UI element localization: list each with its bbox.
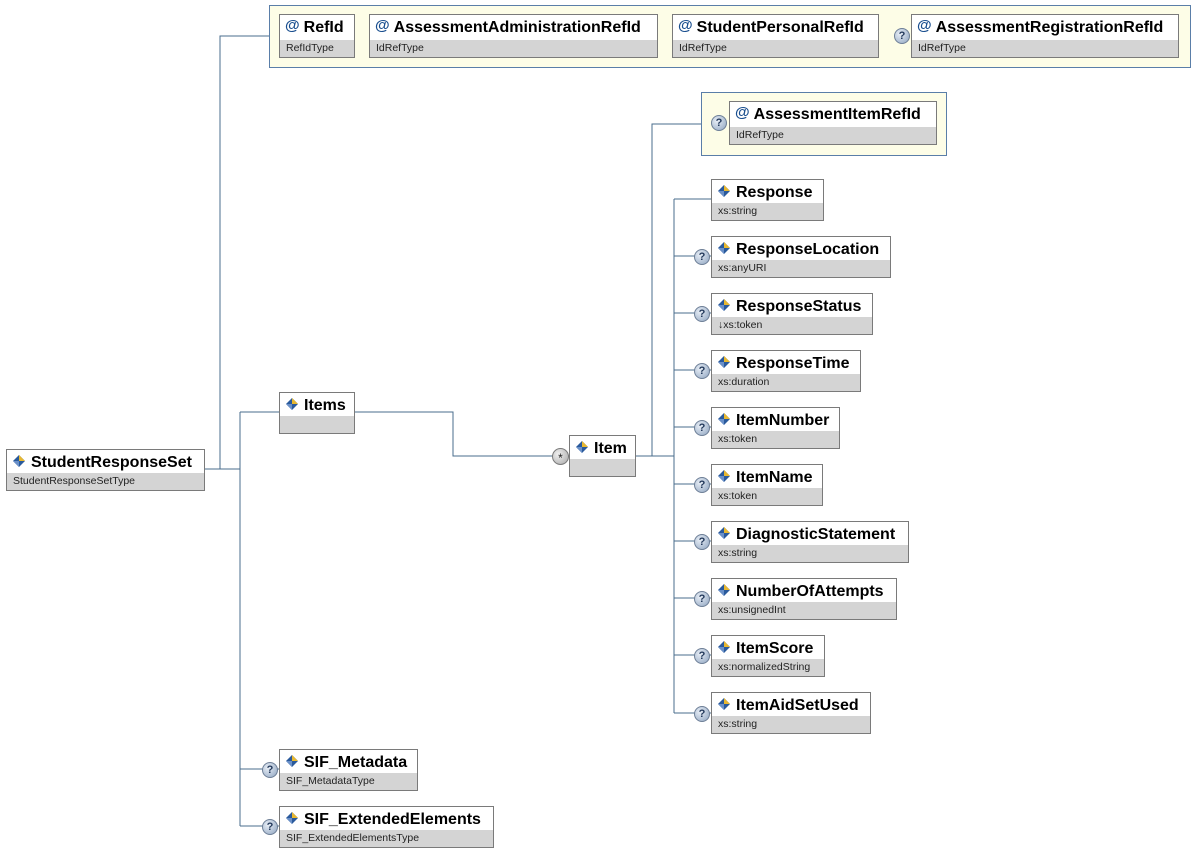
element-type: xs:string: [712, 545, 908, 562]
element-name: SIF_ExtendedElements: [304, 811, 481, 828]
element-diagnosticstatement[interactable]: DiagnosticStatement xs:string: [711, 521, 909, 563]
element-name: ResponseTime: [736, 355, 850, 372]
element-icon: [718, 470, 730, 482]
element-itemaidsetused[interactable]: ItemAidSetUsed xs:string: [711, 692, 871, 734]
element-type: xs:string: [712, 716, 870, 733]
element-sif-extendedelements[interactable]: SIF_ExtendedElements SIF_ExtendedElement…: [279, 806, 494, 848]
attribute-icon: @: [678, 16, 693, 34]
element-responselocation[interactable]: ResponseLocation xs:anyURI: [711, 236, 891, 278]
element-type: xs:anyURI: [712, 260, 890, 277]
element-response[interactable]: Response xs:string: [711, 179, 824, 221]
element-icon: [718, 698, 730, 710]
attr-studentpersonalrefid[interactable]: @StudentPersonalRefId IdRefType: [672, 14, 879, 58]
element-icon: [576, 441, 588, 453]
element-name: ItemScore: [736, 640, 814, 657]
element-type: xs:duration: [712, 374, 860, 391]
optional-icon: ?: [894, 28, 910, 44]
element-type: xs:normalizedString: [712, 659, 824, 676]
items-type-bar: [280, 416, 354, 433]
element-type: ↓xs:token: [712, 317, 872, 334]
attr-type: IdRefType: [370, 40, 657, 57]
element-sif-metadata[interactable]: SIF_Metadata SIF_MetadataType: [279, 749, 418, 791]
attribute-icon: @: [917, 16, 932, 34]
element-icon: [286, 755, 298, 767]
element-name: Response: [736, 184, 813, 201]
element-type: SIF_MetadataType: [280, 773, 417, 790]
attr-name: AssessmentItemRefId: [753, 106, 921, 123]
attr-name: AssessmentAdministrationRefId: [393, 19, 641, 36]
optional-icon: ?: [694, 306, 710, 322]
element-icon: [718, 527, 730, 539]
element-name: NumberOfAttempts: [736, 583, 884, 600]
element-name: ItemName: [736, 469, 813, 486]
element-icon: [718, 242, 730, 254]
element-icon: [286, 812, 298, 824]
optional-icon: ?: [262, 762, 278, 778]
items-element[interactable]: Items: [279, 392, 355, 434]
optional-icon: ?: [694, 534, 710, 550]
root-element[interactable]: StudentResponseSet StudentResponseSetTyp…: [6, 449, 205, 491]
attr-assessmentitemrefid[interactable]: @AssessmentItemRefId IdRefType: [729, 101, 937, 145]
element-name: ResponseStatus: [736, 298, 862, 315]
attr-type: IdRefType: [730, 127, 936, 144]
multiplicity-icon: *: [552, 448, 569, 465]
optional-icon: ?: [711, 115, 727, 131]
element-type: xs:string: [712, 203, 823, 220]
element-numberofattempts[interactable]: NumberOfAttempts xs:unsignedInt: [711, 578, 897, 620]
element-name: DiagnosticStatement: [736, 526, 896, 543]
optional-icon: ?: [694, 249, 710, 265]
optional-icon: ?: [694, 363, 710, 379]
root-type: StudentResponseSetType: [7, 473, 204, 490]
element-name: SIF_Metadata: [304, 754, 408, 771]
element-type: xs:unsignedInt: [712, 602, 896, 619]
items-name: Items: [304, 397, 346, 414]
element-icon: [286, 398, 298, 410]
attr-assessmentregistrationrefid[interactable]: @AssessmentRegistrationRefId IdRefType: [911, 14, 1179, 58]
element-name: ResponseLocation: [736, 241, 880, 258]
element-icon: [718, 356, 730, 368]
optional-icon: ?: [694, 591, 710, 607]
attr-refid[interactable]: @RefId RefIdType: [279, 14, 355, 58]
attr-type: RefIdType: [280, 40, 354, 57]
attr-assessmentadministrationrefid[interactable]: @AssessmentAdministrationRefId IdRefType: [369, 14, 658, 58]
item-name: Item: [594, 440, 627, 457]
optional-icon: ?: [694, 706, 710, 722]
element-type: xs:token: [712, 431, 839, 448]
element-type: SIF_ExtendedElementsType: [280, 830, 493, 847]
item-type-bar: [570, 459, 635, 476]
attr-name: AssessmentRegistrationRefId: [935, 19, 1164, 36]
element-icon: [718, 413, 730, 425]
attribute-icon: @: [375, 16, 390, 34]
element-responsetime[interactable]: ResponseTime xs:duration: [711, 350, 861, 392]
element-itemnumber[interactable]: ItemNumber xs:token: [711, 407, 840, 449]
element-itemname[interactable]: ItemName xs:token: [711, 464, 823, 506]
attr-name: RefId: [303, 19, 344, 36]
root-name: StudentResponseSet: [31, 454, 192, 471]
attr-type: IdRefType: [673, 40, 878, 57]
element-name: ItemNumber: [736, 412, 830, 429]
item-element[interactable]: Item: [569, 435, 636, 477]
element-icon: [718, 584, 730, 596]
attr-type: IdRefType: [912, 40, 1178, 57]
optional-icon: ?: [262, 819, 278, 835]
element-icon: [718, 641, 730, 653]
element-icon: [13, 455, 25, 467]
optional-icon: ?: [694, 477, 710, 493]
attribute-icon: @: [735, 103, 750, 121]
attr-name: StudentPersonalRefId: [696, 19, 864, 36]
optional-icon: ?: [694, 420, 710, 436]
element-icon: [718, 299, 730, 311]
element-itemscore[interactable]: ItemScore xs:normalizedString: [711, 635, 825, 677]
element-name: ItemAidSetUsed: [736, 697, 859, 714]
optional-icon: ?: [694, 648, 710, 664]
element-type: xs:token: [712, 488, 822, 505]
element-responsestatus[interactable]: ResponseStatus ↓xs:token: [711, 293, 873, 335]
element-icon: [718, 185, 730, 197]
attribute-icon: @: [285, 16, 300, 34]
